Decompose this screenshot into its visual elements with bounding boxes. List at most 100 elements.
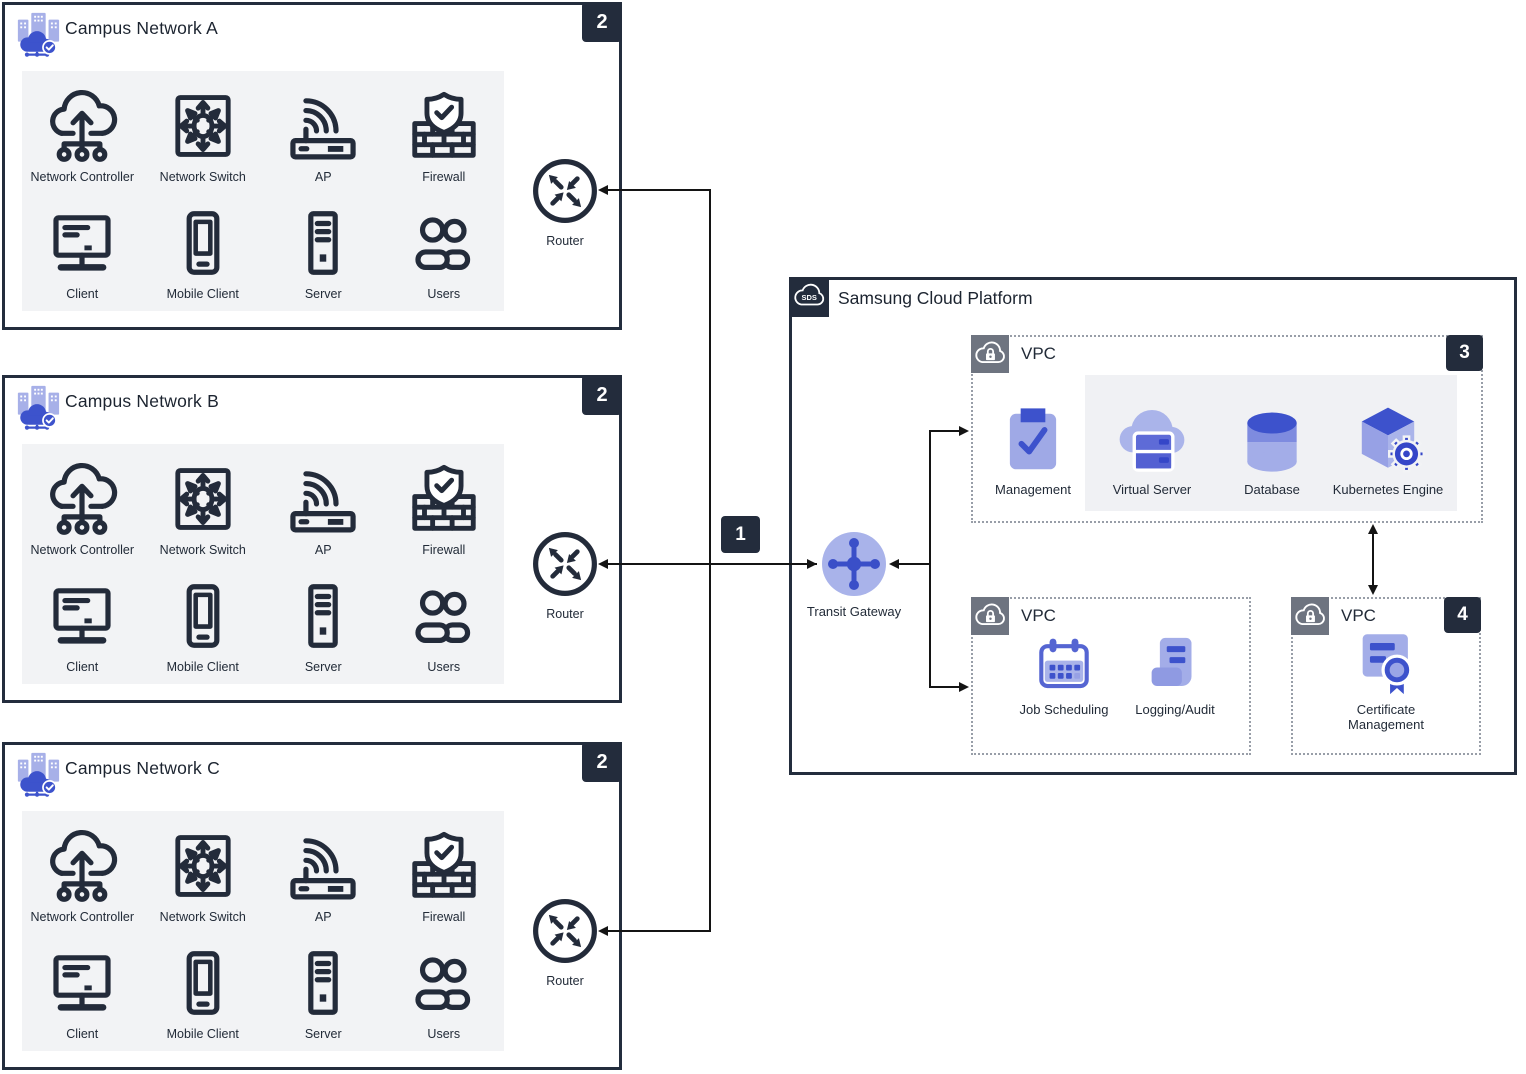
device-label: AP: [314, 910, 332, 924]
service-kubernetes-engine: Kubernetes Engine: [1323, 403, 1453, 498]
device-mobile-client: Mobile Client: [143, 944, 264, 1051]
client-icon: [43, 944, 121, 1022]
device-network-controller: Network Controller: [22, 811, 143, 944]
arrowhead-to-vpc2: [959, 682, 969, 692]
management-icon: [996, 403, 1070, 477]
network-switch-icon: [164, 87, 242, 165]
device-label: Network Controller: [30, 543, 134, 557]
device-users: Users: [384, 204, 505, 311]
campus-icon: [15, 11, 61, 57]
device-label: Mobile Client: [166, 287, 239, 301]
users-icon: [405, 204, 483, 282]
connector-branch-to-vpc1: [929, 430, 962, 432]
device-server: Server: [263, 944, 384, 1051]
device-label: Firewall: [422, 543, 466, 557]
step-badge: 4: [1444, 597, 1481, 633]
network-switch-icon: [164, 827, 242, 905]
mobile-client-icon: [164, 577, 242, 655]
arrowhead-down-to-vpc3: [1368, 585, 1378, 595]
router-label: Router: [546, 607, 584, 621]
sds-logo-icon: SDS: [789, 277, 829, 317]
certificate-management-icon: [1351, 627, 1421, 697]
samsung-cloud-platform-box: SDS Samsung Cloud Platform VPC 3 Managem…: [789, 277, 1517, 775]
device-network-switch: Network Switch: [143, 71, 264, 204]
vpc-box-compute: VPC 3 Management Virtual Server Database: [971, 335, 1483, 523]
device-firewall: Firewall: [384, 71, 505, 204]
arrowhead-up-to-vpc1: [1368, 524, 1378, 534]
arrowhead-to-gateway-left: [807, 559, 817, 569]
device-panel: Network Controller Network Switch AP Fir…: [22, 811, 504, 1051]
vpc-box-operations: VPC Job Scheduling Logging/Audit: [971, 597, 1251, 755]
connector-gateway-right: [896, 563, 931, 565]
router-icon: [529, 528, 601, 600]
arrowhead-to-router-b: [598, 559, 608, 569]
sds-logo-text: SDS: [801, 293, 816, 302]
connector-trunk-campuses: [709, 189, 711, 932]
device-label: Mobile Client: [166, 660, 239, 674]
access-point-icon: [284, 87, 362, 165]
network-switch-icon: [164, 460, 242, 538]
cloud-lock-icon: [971, 597, 1009, 635]
campus-icon: [15, 384, 61, 430]
network-controller-icon: [43, 87, 121, 165]
step-badge: 3: [1446, 335, 1483, 371]
device-ap: AP: [263, 444, 384, 577]
service-management: Management: [979, 403, 1087, 498]
firewall-icon: [405, 460, 483, 538]
device-label: AP: [314, 543, 332, 557]
device-network-switch: Network Switch: [143, 444, 264, 577]
device-server: Server: [263, 577, 384, 684]
mobile-client-icon: [164, 944, 242, 1022]
service-database: Database: [1219, 403, 1325, 498]
connector-vpc1-vpc3: [1372, 531, 1374, 588]
users-icon: [405, 944, 483, 1022]
device-client: Client: [22, 577, 143, 684]
server-icon: [284, 944, 362, 1022]
device-label: Network Controller: [30, 170, 134, 184]
service-label: Database: [1244, 482, 1300, 497]
device-label: Network Switch: [159, 543, 246, 557]
access-point-icon: [284, 827, 362, 905]
step-badge: 2: [582, 742, 622, 782]
device-server: Server: [263, 204, 384, 311]
access-point-icon: [284, 460, 362, 538]
device-network-controller: Network Controller: [22, 71, 143, 204]
job-scheduling-icon: [1031, 631, 1097, 697]
router-label: Router: [546, 974, 584, 988]
connector-vpc-branch-trunk: [929, 430, 931, 688]
campus-network-c-box: Campus Network C 2 Network Controller Ne…: [2, 742, 622, 1070]
device-ap: AP: [263, 71, 384, 204]
connector-campus-c: [604, 930, 710, 932]
service-label: Job Scheduling: [1019, 702, 1109, 717]
device-label: Users: [427, 1027, 461, 1041]
network-controller-icon: [43, 460, 121, 538]
firewall-icon: [405, 827, 483, 905]
service-label: Virtual Server: [1112, 482, 1192, 497]
device-panel: Network Controller Network Switch AP Fir…: [22, 444, 504, 684]
virtual-server-icon: [1115, 403, 1189, 477]
device-users: Users: [384, 944, 505, 1051]
transit-gateway-node: Transit Gateway: [800, 530, 908, 619]
service-certificate-management: Certificate Management: [1316, 627, 1456, 733]
users-icon: [405, 577, 483, 655]
connector-branch-to-vpc2: [929, 686, 962, 688]
firewall-icon: [405, 87, 483, 165]
device-users: Users: [384, 577, 505, 684]
router-node: Router: [523, 895, 607, 988]
vpc-box-certificate: VPC 4 Certificate Management: [1291, 597, 1481, 755]
campus-title: Campus Network B: [65, 391, 219, 411]
step-badge: 2: [582, 375, 622, 415]
device-label: Users: [427, 660, 461, 674]
device-label: Network Switch: [159, 910, 246, 924]
service-label: Certificate Management: [1348, 702, 1424, 732]
step-badge-connection: 1: [721, 516, 760, 553]
cloud-lock-icon: [1291, 597, 1329, 635]
device-label: Network Switch: [159, 170, 246, 184]
service-logging-audit: Logging/Audit: [1120, 631, 1230, 718]
router-node: Router: [523, 155, 607, 248]
service-label: Logging/Audit: [1135, 702, 1215, 717]
device-network-controller: Network Controller: [22, 444, 143, 577]
device-label: Client: [66, 287, 99, 301]
campus-icon: [15, 751, 61, 797]
